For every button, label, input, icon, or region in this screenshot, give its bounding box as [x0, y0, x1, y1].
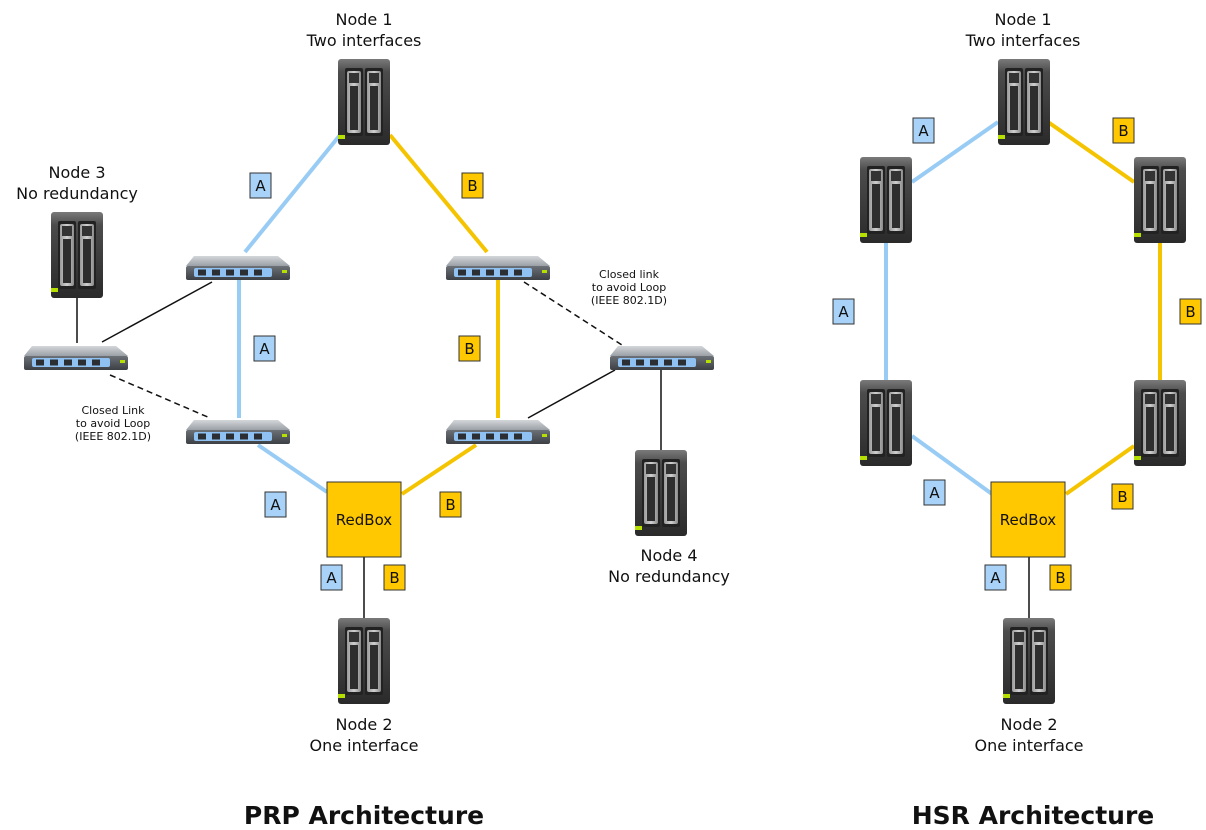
prp-switch-a-bottom	[186, 420, 290, 444]
prp-tag-b: B	[389, 569, 399, 587]
prp-tag-a: A	[326, 569, 337, 587]
prp-tag-a: A	[259, 340, 270, 358]
hsr-node1-name: Node 1	[994, 10, 1051, 29]
prp-note-left-line3: (IEEE 802.1D)	[75, 430, 151, 443]
hsr-link-lan-b	[1064, 444, 1136, 496]
prp-links	[76, 133, 662, 620]
prp-node3-name: Node 3	[48, 163, 105, 182]
hsr-redbox-label: RedBox	[1000, 511, 1057, 529]
hsr-server-right-top	[1134, 157, 1186, 243]
hsr-tag-b: B	[1055, 569, 1065, 587]
prp-redbox	[326, 481, 402, 558]
prp-note-left-line2: to avoid Loop	[76, 417, 150, 430]
prp-node2-name: Node 2	[335, 715, 392, 734]
prp-node1-server	[338, 59, 390, 145]
prp-link-lan-a	[243, 133, 342, 254]
hsr-server-right-bottom	[1134, 380, 1186, 466]
hsr-title: HSR Architecture	[912, 801, 1155, 830]
hsr-link-lan-a	[910, 120, 1000, 184]
hsr-tag-b: B	[1118, 122, 1128, 140]
prp-switch-left	[24, 346, 128, 370]
hsr-tag-a: A	[918, 122, 929, 140]
hsr-tag-a: A	[929, 484, 940, 502]
prp-link-plain	[101, 281, 213, 343]
hsr-links	[884, 120, 1162, 620]
prp-tag-a: A	[255, 177, 266, 195]
prp-link-lan-b	[388, 133, 489, 254]
prp-switch-b-bottom	[446, 420, 550, 444]
prp-switch-b-top	[446, 256, 550, 280]
prp-node3-desc: No redundancy	[16, 184, 138, 203]
prp-switch-a-top	[186, 256, 290, 280]
prp-link-lan-a	[256, 443, 329, 494]
hsr-tag-b: B	[1185, 303, 1195, 321]
hsr-node2-desc: One interface	[974, 736, 1083, 755]
prp-tag-b: B	[467, 177, 477, 195]
hsr-architecture: RedBox A B A B A B A B Node 1 Two interf…	[832, 10, 1202, 830]
prp-note-right-line2: to avoid Loop	[592, 281, 666, 294]
prp-tag-b: B	[445, 496, 455, 514]
hsr-node1-desc: Two interfaces	[965, 31, 1081, 50]
hsr-node2-name: Node 2	[1000, 715, 1057, 734]
hsr-lan-tags: A B A B A B A B	[832, 117, 1202, 591]
hsr-node1-server	[998, 59, 1050, 145]
prp-redbox-label: RedBox	[336, 511, 393, 529]
prp-switch-right	[610, 346, 714, 370]
hsr-redbox	[990, 481, 1066, 558]
hsr-tag-a: A	[838, 303, 849, 321]
prp-node2-desc: One interface	[309, 736, 418, 755]
hsr-server-left-top	[860, 157, 912, 243]
prp-title: PRP Architecture	[244, 801, 484, 830]
prp-link-lan-b	[400, 443, 478, 496]
hsr-tag-a: A	[990, 569, 1001, 587]
hsr-server-left-bottom	[860, 380, 912, 466]
prp-node3-server	[51, 212, 103, 298]
hsr-link-lan-a	[910, 434, 994, 496]
prp-node4-name: Node 4	[640, 546, 697, 565]
hsr-tag-b: B	[1117, 488, 1127, 506]
prp-architecture: RedBox A B A B A B A B Node 1 Two interf…	[16, 10, 730, 830]
prp-tag-b: B	[464, 340, 474, 358]
hsr-node2-server	[1003, 618, 1055, 704]
hsr-link-lan-b	[1046, 120, 1136, 184]
prp-link-closed	[109, 374, 211, 419]
prp-note-right-line1: Closed link	[599, 268, 660, 281]
prp-node2-server	[338, 618, 390, 704]
prp-link-plain	[527, 369, 616, 419]
prp-tag-a: A	[270, 496, 281, 514]
prp-node4-desc: No redundancy	[608, 567, 730, 586]
prp-lan-tags: A B A B A B A B	[249, 172, 484, 591]
prp-note-right-line3: (IEEE 802.1D)	[591, 294, 667, 307]
prp-node4-server	[635, 450, 687, 536]
prp-node1-desc: Two interfaces	[306, 31, 422, 50]
prp-node1-name: Node 1	[335, 10, 392, 29]
prp-note-left-line1: Closed Link	[82, 404, 146, 417]
